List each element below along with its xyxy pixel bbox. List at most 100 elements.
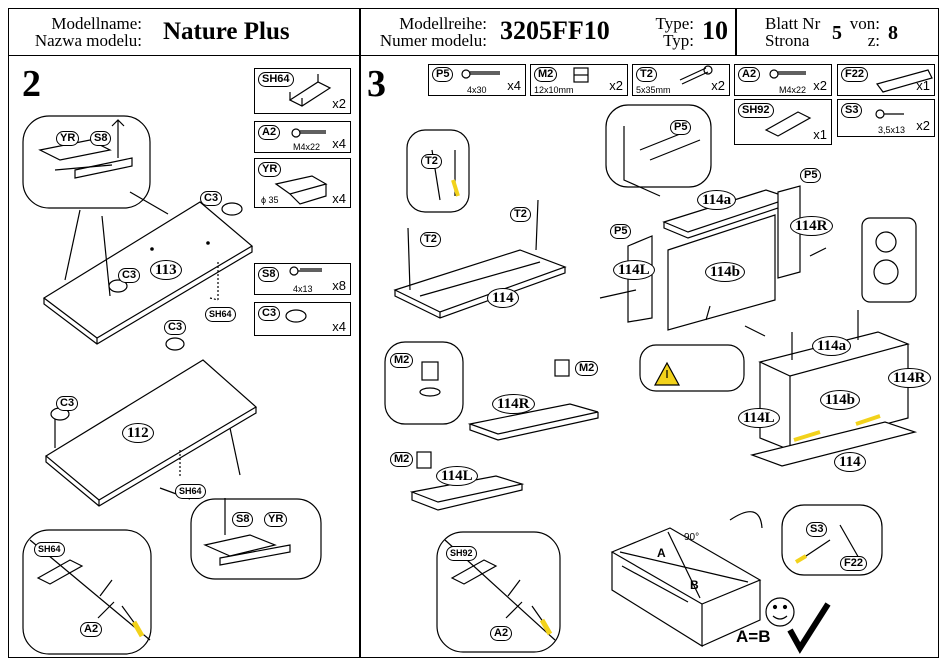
model-name-label: Modellname:Nazwa modelu: <box>34 14 142 50</box>
s3-screw-icon <box>875 109 904 119</box>
t2-detail-bubble <box>406 129 470 213</box>
screw-head-icon <box>873 259 899 285</box>
callout-m2: M2 <box>390 452 414 467</box>
panel-114r-drawing <box>467 403 599 441</box>
callout-p5: P5 <box>800 168 822 183</box>
c3-cap-icon <box>285 309 307 323</box>
header-bar <box>8 8 939 56</box>
part-box-sh64: SH64 x2 <box>254 68 351 114</box>
series-label: Modellreihe:Numer modelu: <box>379 14 487 50</box>
hinge-detail-bubble-bottom <box>190 498 322 580</box>
panel-114r-label: 114R <box>888 368 931 388</box>
callout-sh64: SH64 <box>34 542 65 557</box>
callout-sh64: SH64 <box>205 307 236 322</box>
part-code: S3 <box>841 103 863 118</box>
callout-a2: A2 <box>490 626 513 641</box>
smiley-mouth <box>772 615 788 620</box>
callout-c3: C3 <box>118 268 141 283</box>
rotate-arrow <box>729 511 763 529</box>
diagonal-equation: A=B <box>736 627 771 646</box>
handle-detail-step2 <box>29 539 151 641</box>
callout-t2: T2 <box>421 154 442 169</box>
c3-cap <box>221 202 243 216</box>
drawer-assembled <box>744 310 918 467</box>
sheet-number: 5 <box>832 22 842 44</box>
c3-cap <box>165 337 185 351</box>
part-qty: x2 <box>609 78 623 93</box>
part-qty: x4 <box>332 136 346 151</box>
panel-113-drawing <box>42 201 254 345</box>
callout-c3: C3 <box>164 320 187 335</box>
series-number: 3205FF10 <box>500 16 610 45</box>
type-value: 10 <box>702 16 728 45</box>
panel-113-label: 113 <box>150 260 182 280</box>
panel-112-label: 112 <box>122 423 154 443</box>
a2-screw-step3-icon <box>769 69 806 79</box>
callout-s8: S8 <box>90 131 112 146</box>
screw-head-icon <box>875 231 897 253</box>
sheet-total: 8 <box>888 22 898 44</box>
checkmark-icon <box>787 602 831 654</box>
part-spec: M4x22 <box>779 85 807 95</box>
callout-yr: YR <box>264 512 288 527</box>
part-code: T2 <box>636 67 657 82</box>
part-box-yr: YR ϕ 35 x4 <box>254 158 351 208</box>
callout-a2: A2 <box>80 622 103 637</box>
t2-bolt-icon <box>679 65 713 85</box>
a2-screw-icon <box>291 128 326 138</box>
part-spec: 4x13 <box>293 284 313 294</box>
sh92-handle-icon <box>764 111 812 137</box>
p5-detail-bubble <box>605 104 712 188</box>
panel-114l-label: 114L <box>613 260 655 280</box>
panel-114b-label: 114b <box>705 262 746 282</box>
part-spec: 5x35mm <box>636 85 671 95</box>
m2-cam-icon <box>573 67 589 83</box>
panel-114-label: 114 <box>487 288 519 308</box>
panel-114l-label: 114L <box>738 408 780 428</box>
m2-cam <box>554 359 570 377</box>
part-box-a2-step3: A2 M4x22 x2 <box>734 64 832 96</box>
part-spec: ϕ 35 <box>261 195 279 205</box>
type-label: Type:Typ: <box>655 14 694 50</box>
page-frame <box>8 8 939 658</box>
part-qty: x8 <box>332 278 346 293</box>
part-box-p5: P5 4x30 x4 <box>428 64 526 96</box>
callout-f22: F22 <box>840 556 867 571</box>
part-box-t2: T2 5x35mm x2 <box>632 64 730 96</box>
part-code: M2 <box>534 67 558 82</box>
callout-m2: M2 <box>390 353 414 368</box>
diagonal-a-label: A <box>657 546 666 560</box>
handle-detail-bubble-step3 <box>436 531 561 653</box>
callout-t2: T2 <box>420 232 441 247</box>
smiley-icon <box>765 597 795 627</box>
hinge-detail-bottom <box>203 498 291 566</box>
angle-label: 90° <box>684 532 700 543</box>
callout-t2: T2 <box>510 207 531 222</box>
p5-screw-icon <box>461 69 500 79</box>
callout-sh92: SH92 <box>446 546 477 561</box>
part-box-s3: S3 3,5x13 x2 <box>837 99 935 137</box>
part-box-s8: S8 4x13 x8 <box>254 263 351 295</box>
step-2-number: 2 <box>22 63 41 105</box>
part-qty: x4 <box>332 319 346 334</box>
model-name: Nature Plus <box>163 18 290 45</box>
part-code: F22 <box>841 67 868 82</box>
yr-hinge-icon <box>274 175 328 205</box>
m2-cam <box>416 451 432 469</box>
part-qty: x2 <box>332 96 346 111</box>
panel-114a-label: 114a <box>697 190 737 210</box>
part-qty: x2 <box>813 78 827 93</box>
part-code: A2 <box>738 67 761 82</box>
header-divider-1 <box>359 8 361 658</box>
part-qty: x4 <box>332 191 346 206</box>
callout-s8: S8 <box>232 512 254 527</box>
panel-114-drawing <box>393 249 567 319</box>
hinge-detail-bubble-top <box>22 115 151 209</box>
callout-c3: C3 <box>200 191 223 206</box>
panel-114r-label: 114R <box>790 216 833 236</box>
part-code: P5 <box>432 67 454 82</box>
part-qty: x2 <box>711 78 725 93</box>
header-divider-2 <box>735 8 737 56</box>
part-qty: x4 <box>507 78 521 93</box>
